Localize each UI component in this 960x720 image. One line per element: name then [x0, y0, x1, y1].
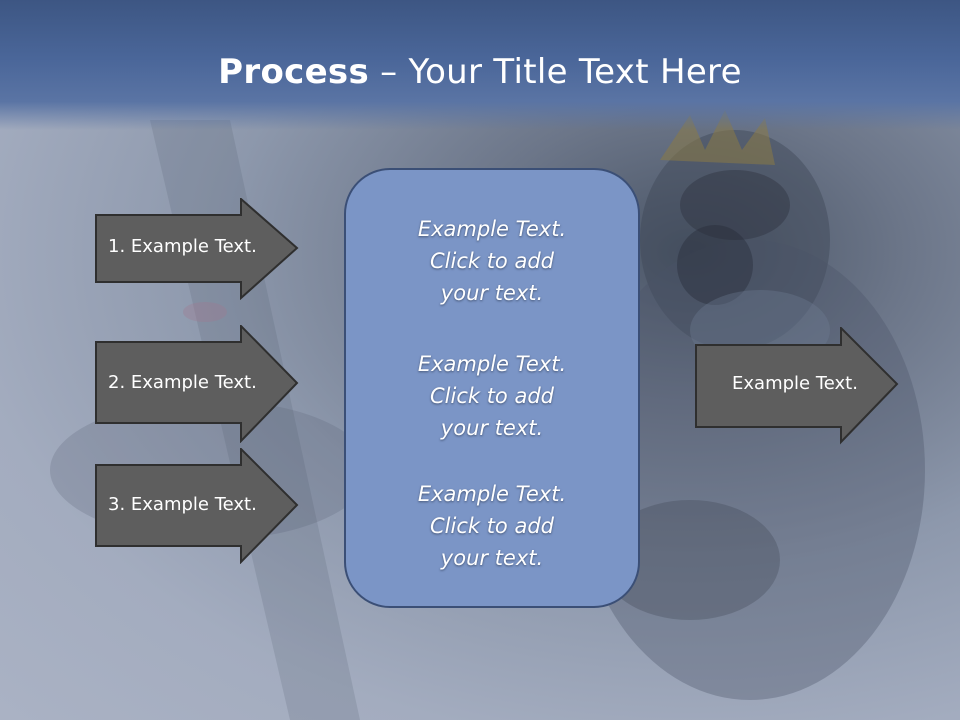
slide-title[interactable]: Process – Your Title Text Here [0, 52, 960, 92]
title-rest-part: – Your Title Text Here [369, 52, 742, 92]
center-block-1-line-1: Example Text. [417, 217, 567, 241]
center-block-2-line-3: your text. [440, 416, 544, 440]
left-arrow-1[interactable]: 1. Example Text. [95, 198, 300, 300]
center-block-1-line-3: your text. [440, 281, 544, 305]
left-arrow-2[interactable]: 2. Example Text. [95, 325, 300, 443]
left-arrow-3[interactable]: 3. Example Text. [95, 448, 300, 564]
center-block-3-line-1: Example Text. [417, 482, 567, 506]
title-bold-part: Process [218, 52, 370, 92]
center-block-2-line-1: Example Text. [417, 352, 567, 376]
center-block-3-line-3: your text. [440, 546, 544, 570]
arrow-shape-1 [95, 198, 299, 300]
left-arrow-2-label: 2. Example Text. [108, 372, 257, 393]
right-arrow[interactable]: Example Text. [695, 327, 900, 445]
title-bar [0, 0, 960, 130]
center-block-1-line-2: Click to add [429, 249, 554, 273]
arrow-shape-2 [95, 325, 299, 443]
center-text-panel[interactable]: Example Text. Click to add your text. Ex… [344, 168, 640, 608]
arrow-shape-3 [95, 448, 299, 564]
left-arrow-1-label: 1. Example Text. [108, 236, 257, 257]
arrow-shape-right [695, 327, 899, 445]
center-block-2-line-2: Click to add [429, 384, 554, 408]
center-block-3-line-2: Click to add [429, 514, 554, 538]
center-text-block-3[interactable]: Example Text. Click to add your text. [346, 478, 638, 574]
left-arrow-3-label: 3. Example Text. [108, 494, 257, 515]
center-text-block-2[interactable]: Example Text. Click to add your text. [346, 348, 638, 444]
center-text-block-1[interactable]: Example Text. Click to add your text. [346, 213, 638, 309]
right-arrow-label: Example Text. [732, 373, 858, 394]
